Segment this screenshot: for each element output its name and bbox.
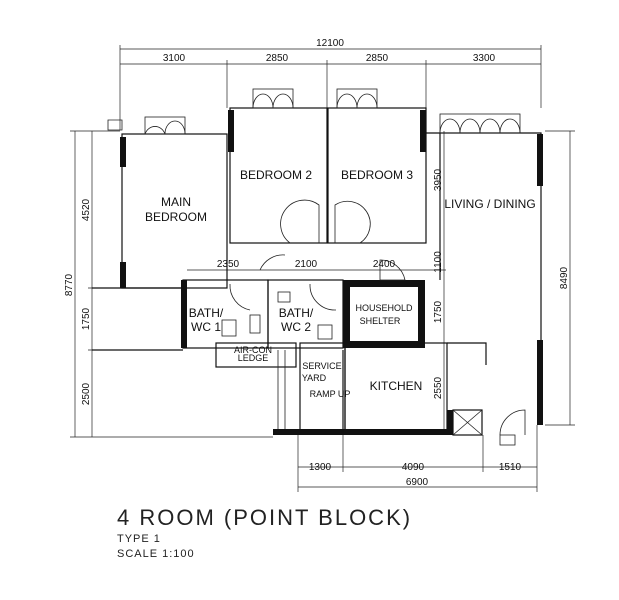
room-kitchen: KITCHEN xyxy=(370,379,423,393)
room-bath2-line1: BATH/ xyxy=(279,306,314,320)
room-bedroom-2: BEDROOM 2 xyxy=(240,168,312,182)
room-shelter-line1: HOUSEHOLD xyxy=(355,303,413,313)
dim-top-2: 2850 xyxy=(266,53,289,64)
room-service-line1: SERVICE xyxy=(302,361,341,371)
dim-bottom-2: 4090 xyxy=(402,462,425,473)
room-shelter-line2: SHELTER xyxy=(360,316,401,326)
room-service-line2: YARD xyxy=(302,373,327,383)
dim-bottom-3: 1510 xyxy=(499,462,522,473)
ramp-label: RAMP UP xyxy=(310,389,351,399)
plan-scale: SCALE 1:100 xyxy=(117,548,195,560)
dim-right-total: 8490 xyxy=(559,266,570,289)
room-aircon-line1: AIR-CON xyxy=(234,345,272,355)
dimension-lines xyxy=(70,45,575,492)
dim-inner-2: 1100 xyxy=(433,251,444,273)
room-main-bedroom-line1: MAIN xyxy=(161,195,191,209)
plan-type: TYPE 1 xyxy=(117,533,161,545)
dim-bottom-1: 1300 xyxy=(309,462,332,473)
room-main-bedroom-line2: BEDROOM xyxy=(145,210,207,224)
dim-top-3: 2850 xyxy=(366,53,389,64)
dim-bottom-total: 6900 xyxy=(406,477,429,488)
dim-mid-1: 2350 xyxy=(217,259,240,270)
dim-top-4: 3300 xyxy=(473,53,496,64)
room-bath1-line2: WC 1 xyxy=(191,320,221,334)
dim-left-1: 4520 xyxy=(81,198,92,221)
dim-left-2: 1750 xyxy=(81,307,92,330)
walls xyxy=(92,107,543,436)
dim-top-total: 12100 xyxy=(316,38,344,49)
room-aircon-line2: LEDGE xyxy=(238,353,269,363)
room-living-dining: LIVING / DINING xyxy=(444,197,535,211)
windows xyxy=(107,88,521,135)
dim-left-3: 2500 xyxy=(81,382,92,405)
dim-inner-4: 2550 xyxy=(433,376,444,399)
dim-left-total: 8770 xyxy=(64,273,75,296)
dim-inner-1: 3950 xyxy=(433,168,444,191)
dim-mid-3: 2400 xyxy=(373,259,396,270)
dim-top-1: 3100 xyxy=(163,53,186,64)
room-bath2-line2: WC 2 xyxy=(281,320,311,334)
room-bath1-line1: BATH/ xyxy=(189,306,224,320)
doors xyxy=(221,199,526,446)
room-bedroom-3: BEDROOM 3 xyxy=(341,168,413,182)
plan-title: 4 ROOM (POINT BLOCK) xyxy=(117,505,413,530)
dim-mid-2: 2100 xyxy=(295,259,318,270)
dim-inner-3: 1750 xyxy=(433,300,444,323)
